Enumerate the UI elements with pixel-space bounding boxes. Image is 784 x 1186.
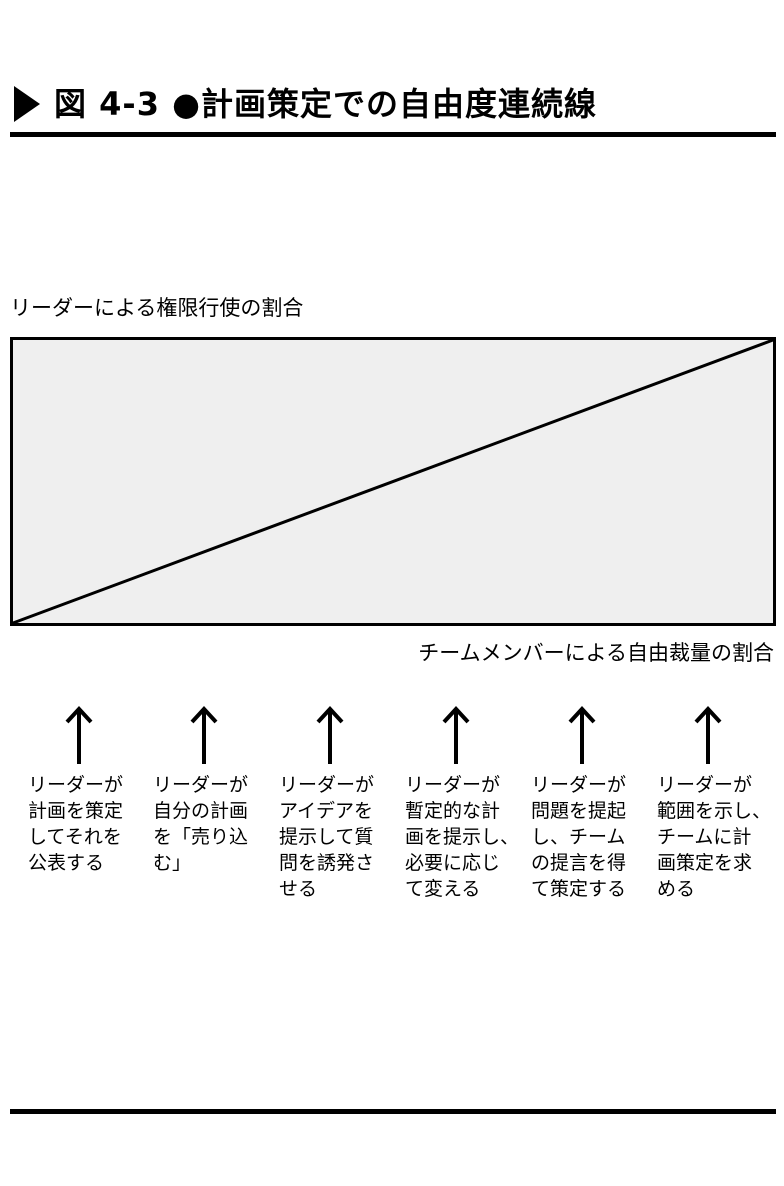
- up-arrow-icon: [65, 706, 93, 764]
- up-arrow-icon: [442, 706, 470, 764]
- behavior-description: リーダーが 問題を提起 し、チーム の提言を得 て策定する: [531, 774, 627, 900]
- authority-continuum-diagram: [10, 337, 776, 626]
- figure-title-row: 図 4-3 ●計画策定での自由度連続線: [10, 80, 776, 130]
- up-arrow-icon: [190, 706, 218, 764]
- behavior-description: リーダーが 範囲を示し、 チームに計 画策定を求 める: [657, 774, 772, 900]
- bottom-divider: [10, 1109, 776, 1114]
- title-divider: [10, 132, 776, 137]
- title-triangle-icon: [14, 86, 40, 122]
- up-arrow-icon: [694, 706, 722, 764]
- behavior-description: リーダーが 暫定的な計 画を提示し、 必要に応じ て変える: [405, 774, 520, 900]
- up-arrow-icon: [568, 706, 596, 764]
- behavior-description: リーダーが アイデアを 提示して質 問を誘発さ せる: [279, 774, 375, 900]
- behavior-description: リーダーが 計画を策定 してそれを 公表する: [28, 774, 124, 874]
- figure-title: 図 4-3 ●計画策定での自由度連続線: [54, 85, 598, 123]
- up-arrow-icon: [316, 706, 344, 764]
- behavior-description: リーダーが 自分の計画 を「売り込 む」: [153, 774, 249, 874]
- leader-authority-label: リーダーによる権限行使の割合: [10, 296, 304, 320]
- continuum-diagonal: [12, 338, 774, 625]
- member-freedom-label: チームメンバーによる自由裁量の割合: [418, 641, 774, 665]
